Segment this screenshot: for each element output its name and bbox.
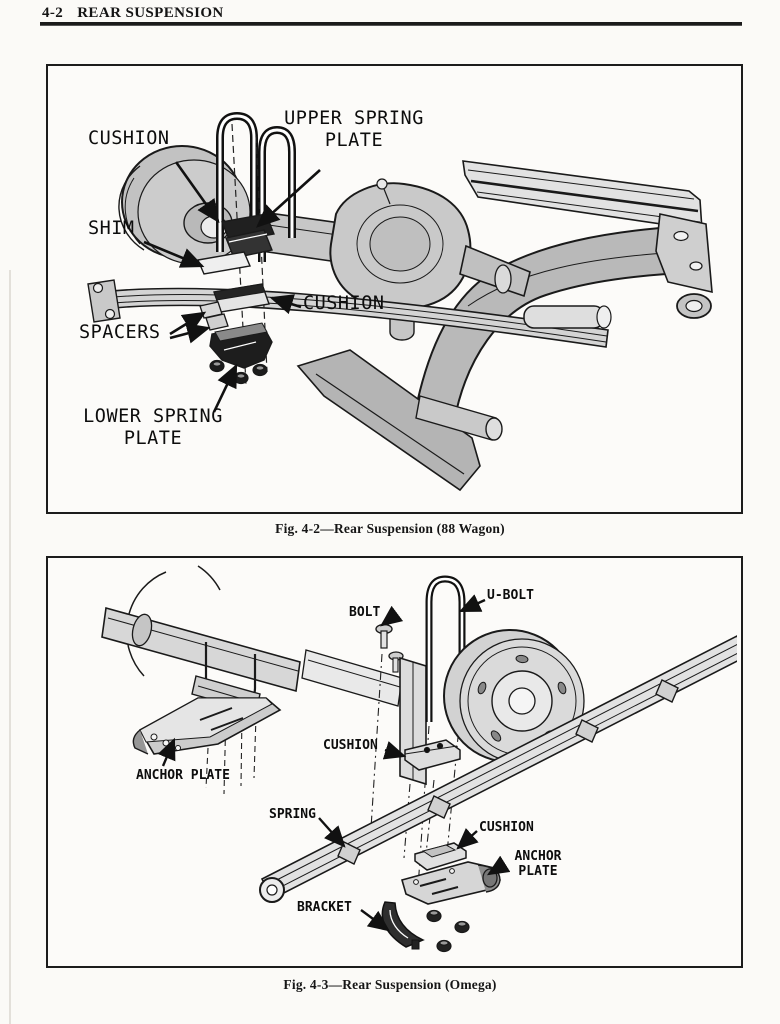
right-anchor-plate: [401, 861, 501, 905]
figure-4-2-caption: Fig. 4-2—Rear Suspension (88 Wagon): [275, 521, 505, 536]
figure-4-2-box: CUSHION UPPER SPRING PLATE SHIM CUSHION …: [46, 64, 743, 514]
frame-rail: [462, 160, 703, 231]
u-bolts: [216, 111, 296, 262]
header-rule: [40, 22, 742, 26]
label-anchor-plate-left: ANCHOR PLATE: [136, 768, 230, 783]
figure-4-2-illustration: [87, 111, 713, 492]
leader-arrows: [143, 161, 321, 413]
leaf-spring: [259, 635, 737, 903]
page-number: 4-2: [42, 5, 64, 21]
left-anchor-plate: [132, 697, 282, 755]
label-bolt: BOLT: [349, 605, 381, 620]
label-cushion-upper: CUSHION: [323, 738, 378, 753]
label-lower-spring-plate: LOWER SPRING PLATE: [83, 406, 223, 449]
page-header: 4-2 REAR SUSPENSION: [42, 5, 224, 22]
center-axle-tube: [301, 649, 403, 707]
assembly-centerlines: [231, 123, 268, 385]
scan-edge-artifact: [9, 270, 11, 1024]
label-bracket: BRACKET: [297, 900, 352, 915]
label-upper-spring-plate: UPPER SPRING PLATE: [284, 108, 424, 151]
label-cushion-lower: CUSHION: [303, 293, 385, 314]
figure-4-3-illustration: [101, 565, 737, 953]
label-shim: SHIM: [88, 218, 135, 239]
figure-4-3-caption: Fig. 4-3—Rear Suspension (Omega): [283, 977, 497, 992]
leader-arrows: [157, 594, 511, 932]
figure-4-3-box: BOLT U-BOLT CUSHION ANCHOR PLATE SPRING …: [46, 556, 743, 968]
bracket: [381, 901, 425, 950]
u-bolt: [425, 575, 466, 722]
label-u-bolt: U-BOLT: [487, 588, 534, 603]
spring-seat-stack: [197, 213, 275, 385]
mounting-bolts: [375, 623, 404, 673]
label-anchor-plate-right: ANCHOR PLATE: [514, 849, 562, 880]
label-spacers: SPACERS: [79, 322, 161, 343]
label-spring: SPRING: [269, 807, 316, 822]
nuts: [426, 909, 470, 953]
lower-control-arm: [296, 349, 503, 492]
left-axle-assembly: [101, 606, 301, 713]
page-title: REAR SUSPENSION: [77, 5, 224, 21]
cushion-lower: [414, 842, 467, 871]
label-cushion-lower: CUSHION: [479, 820, 534, 835]
cushion-upper: [404, 739, 461, 771]
label-cushion-upper: CUSHION: [88, 128, 170, 149]
